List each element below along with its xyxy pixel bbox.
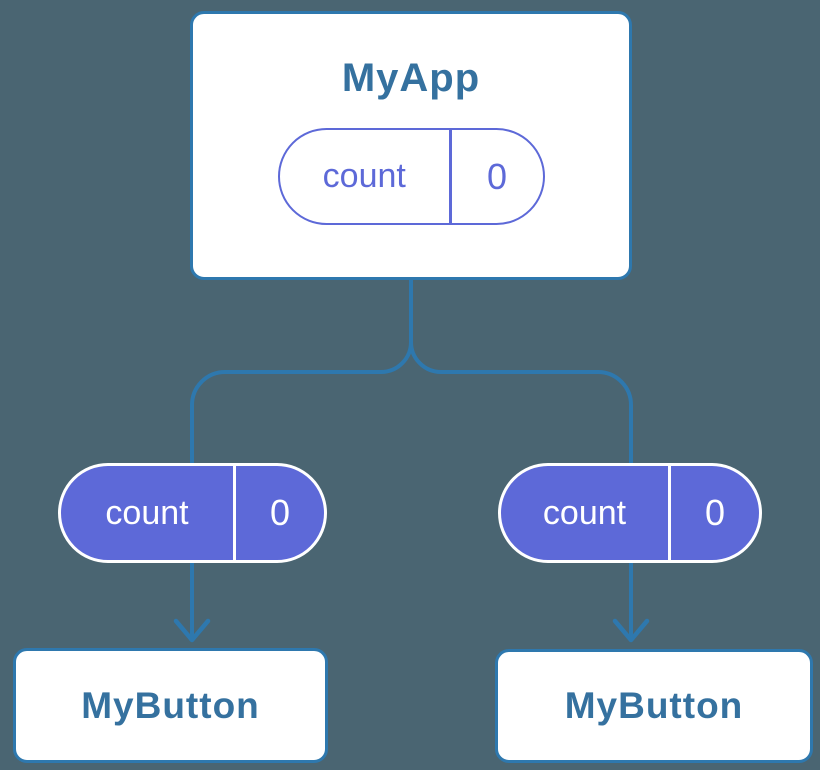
root-component-card: MyApp count 0 [190,11,632,280]
connector-left-branch [190,279,413,637]
pill-divider [233,466,236,560]
state-name: count [542,493,627,532]
root-component-title: MyApp [341,56,481,100]
state-name: count [105,493,189,532]
child-component-title: MyButton [81,684,260,726]
root-state-pill: count 0 [277,128,545,225]
state-value: 0 [486,155,508,197]
connector-group [173,279,650,643]
pill-divider [449,130,452,223]
pill-divider [668,466,671,560]
arrow-down-icon [612,618,650,643]
child-component-title: MyButton [564,685,744,726]
state-value: 0 [269,492,291,533]
state-name: count [322,157,406,195]
child-prop-pill-left: count 0 [58,463,327,563]
state-value: 0 [704,492,726,533]
child-prop-pill-right: count 0 [498,463,762,563]
child-component-card-right: MyButton [495,649,813,763]
connector-right-branch [409,279,633,637]
child-component-card-left: MyButton [13,648,328,763]
arrow-down-icon [173,618,211,643]
